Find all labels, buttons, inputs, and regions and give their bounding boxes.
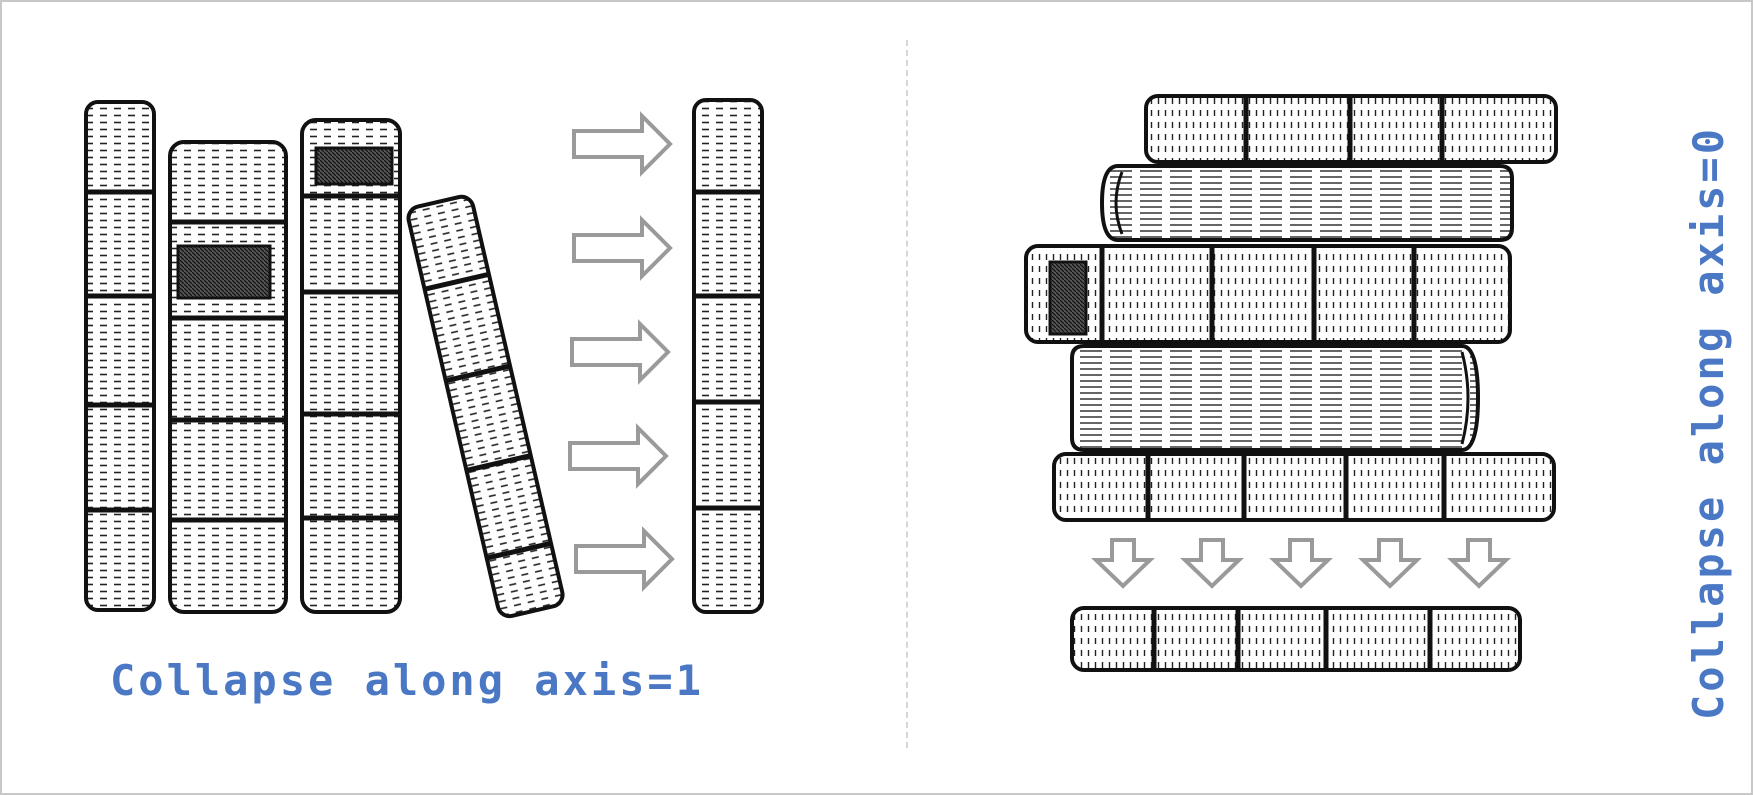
leaning-book (406, 194, 565, 619)
down-arrow-icon (1447, 538, 1511, 589)
right-arrow-icon (572, 215, 673, 281)
right-arrow-icon (572, 111, 673, 177)
down-arrow-icon (1180, 538, 1244, 589)
right-arrow-icon (574, 526, 675, 592)
book-stack (1024, 94, 1558, 522)
stack-book-2 (1099, 164, 1514, 242)
right-arrows (568, 111, 675, 592)
stack-book-4 (1070, 344, 1481, 452)
standing-book-3 (300, 118, 402, 614)
down-arrow-icon (1091, 538, 1155, 589)
right-arrow-icon (568, 423, 669, 489)
left-books-row (84, 100, 565, 619)
stack-book-3 (1024, 244, 1512, 344)
panel-divider (906, 40, 908, 748)
right-arrow-icon (570, 319, 671, 385)
stack-book-1 (1144, 94, 1558, 164)
down-arrow-icon (1358, 538, 1422, 589)
caption-axis0: Collapse along axis=0 (1684, 125, 1733, 720)
collapsed-book-axis1 (692, 98, 764, 614)
down-arrow-icon (1269, 538, 1333, 589)
caption-axis1: Collapse along axis=1 (110, 656, 705, 705)
collapsed-book-axis0 (1070, 606, 1522, 672)
down-arrows (1091, 538, 1511, 589)
standing-book-1 (84, 100, 156, 612)
standing-book-2 (168, 140, 288, 614)
stack-book-5 (1052, 452, 1556, 522)
